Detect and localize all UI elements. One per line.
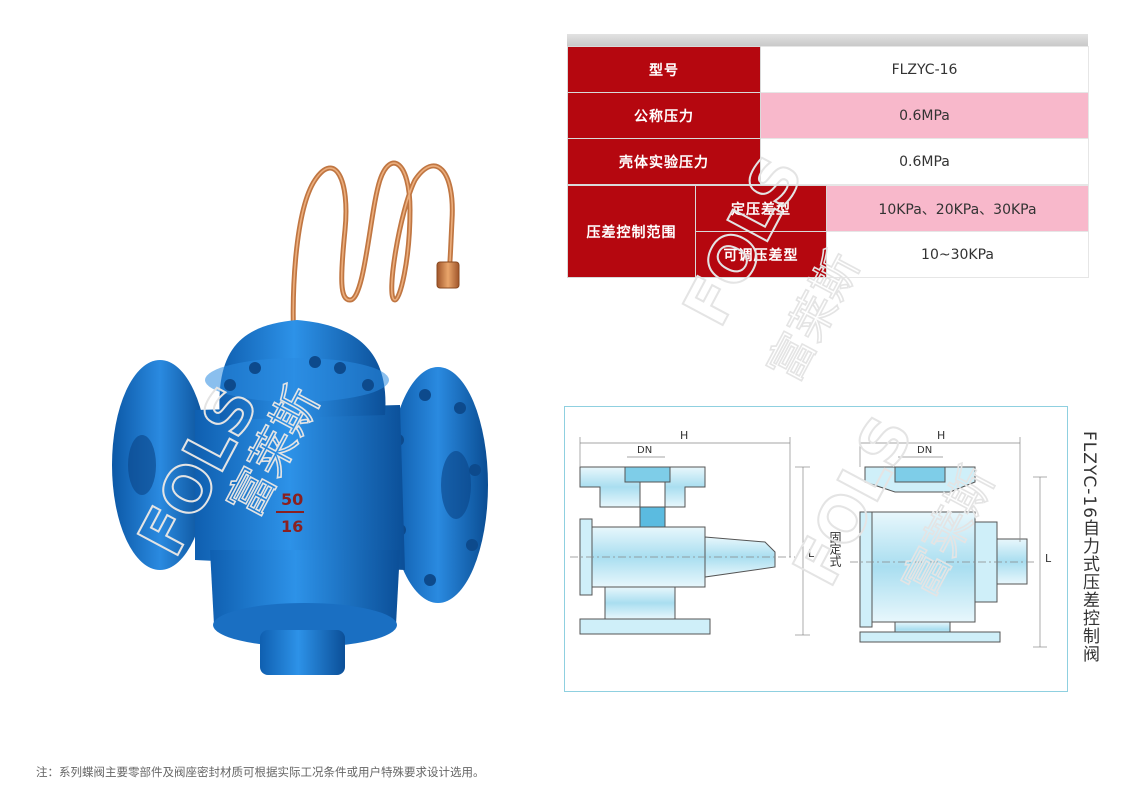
spec-label: 型号	[567, 46, 761, 93]
spec-group-label: 压差控制范围	[567, 185, 696, 278]
left-dim-l: L	[808, 547, 815, 560]
valve-marking-bottom: 16	[281, 517, 303, 536]
valve-product-image: 50 16	[112, 160, 488, 675]
right-dim-h: H	[937, 429, 945, 442]
spec-row-shell-test-pressure: 壳体实验压力 0.6MPa	[567, 138, 1089, 185]
left-dim-h: H	[680, 429, 688, 442]
spec-value: 10KPa、20KPa、30KPa	[826, 185, 1089, 232]
spec-sublabel: 可调压差型	[695, 231, 827, 278]
spec-label: 公称压力	[567, 92, 761, 139]
spec-table: 型号 FLZYC-16 公称压力 0.6MPa 壳体实验压力 0.6MPa	[567, 46, 1089, 185]
spec-row-adjustable-diff: 可调压差型 10~30KPa	[568, 231, 1089, 278]
left-view-drawing	[579, 466, 776, 635]
spec-table-group: 压差控制范围 定压差型 10KPa、20KPa、30KPa 可调压差型 10~3…	[567, 185, 1089, 278]
technical-drawing: H DN L H DN L 固定式	[570, 429, 1052, 648]
spec-value: 0.6MPa	[760, 138, 1089, 185]
right-view-drawing	[859, 466, 1028, 643]
spec-row-fixed-diff: 压差控制范围 定压差型 10KPa、20KPa、30KPa	[567, 185, 1089, 278]
right-dim-l: L	[1045, 552, 1052, 565]
technical-drawing-frame: H DN L H DN L 固定式	[564, 406, 1068, 692]
right-dim-dn: DN	[917, 445, 932, 456]
spec-value: FLZYC-16	[760, 46, 1089, 93]
valve-marking-top: 50	[281, 490, 303, 509]
drawing-vertical-title: FLZYC-16自力式压差控制阀	[1079, 431, 1099, 663]
spec-value: 0.6MPa	[760, 92, 1089, 139]
footnote: 注：系列蝶阀主要零部件及阀座密封材质可根据实际工况条件或用户特殊要求设计选用。	[36, 765, 485, 779]
spec-table-wrapper: 型号 FLZYC-16 公称压力 0.6MPa 壳体实验压力 0.6MPa 压差…	[567, 34, 1089, 278]
spec-table-top-bar	[567, 34, 1088, 46]
spec-row-nominal-pressure: 公称压力 0.6MPa	[567, 92, 1089, 139]
spec-label: 壳体实验压力	[567, 138, 761, 185]
right-view-label: 固定式	[828, 531, 842, 567]
spec-value: 10~30KPa	[826, 231, 1089, 278]
left-dim-dn: DN	[637, 445, 652, 456]
spec-row-model: 型号 FLZYC-16	[567, 46, 1089, 93]
spec-sublabel: 定压差型	[695, 185, 827, 232]
